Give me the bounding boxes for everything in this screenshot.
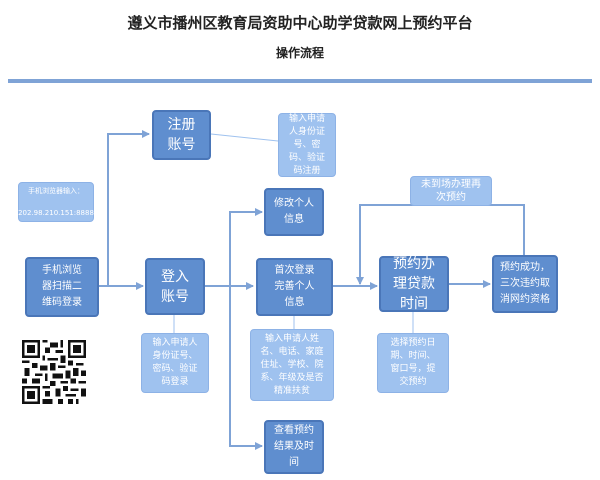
title-divider (8, 79, 592, 83)
scan-qr-login-node: 手机浏览 器扫描二 维码登录 (25, 257, 99, 317)
reserve-instructions-note: 选择预约日 期、时间、 窗口号，提 交预约 (377, 333, 449, 393)
reservation-success-node: 预约成功， 三次违约取 消网约资格 (492, 255, 558, 313)
page-subtitle: 操作流程 (275, 46, 324, 60)
register-account-node: 注册 账号 (152, 110, 211, 160)
login-account-node: 登入 账号 (145, 258, 205, 315)
connector-register-note (210, 133, 279, 142)
browser-url-note: 手机浏览器输入： 202.98.210.151:8888 (18, 182, 94, 222)
first-login-instructions-note: 输入申请人姓 名、电话、家庭 住址、学校、院 系、年级及是否 精准扶贫 (250, 329, 334, 401)
view-result-node: 查看预约 结果及时 间 (264, 420, 324, 474)
arrow-to-modify-info (229, 208, 263, 286)
page-title: 遵义市播州区教育局资助中心助学贷款网上预约平台 (127, 14, 473, 32)
qr-code-icon (22, 340, 86, 404)
no-show-rereserve-note: 未到场办理再 次预约 (410, 176, 492, 206)
first-login-complete-info-node: 首次登录 完善个人 信息 (256, 258, 333, 316)
arrow-to-view-result (229, 286, 263, 450)
register-instructions-note: 输入申请 人身份证 号、密 码、验证 码注册 (278, 113, 336, 177)
login-instructions-note: 输入申请人 身份证号、 密码、验证 码登录 (141, 333, 209, 393)
modify-info-node: 修改个人 信息 (264, 188, 324, 236)
reserve-loan-time-node: 预约办 理贷款 时间 (379, 256, 449, 312)
arrow-scan-to-register (107, 130, 150, 286)
